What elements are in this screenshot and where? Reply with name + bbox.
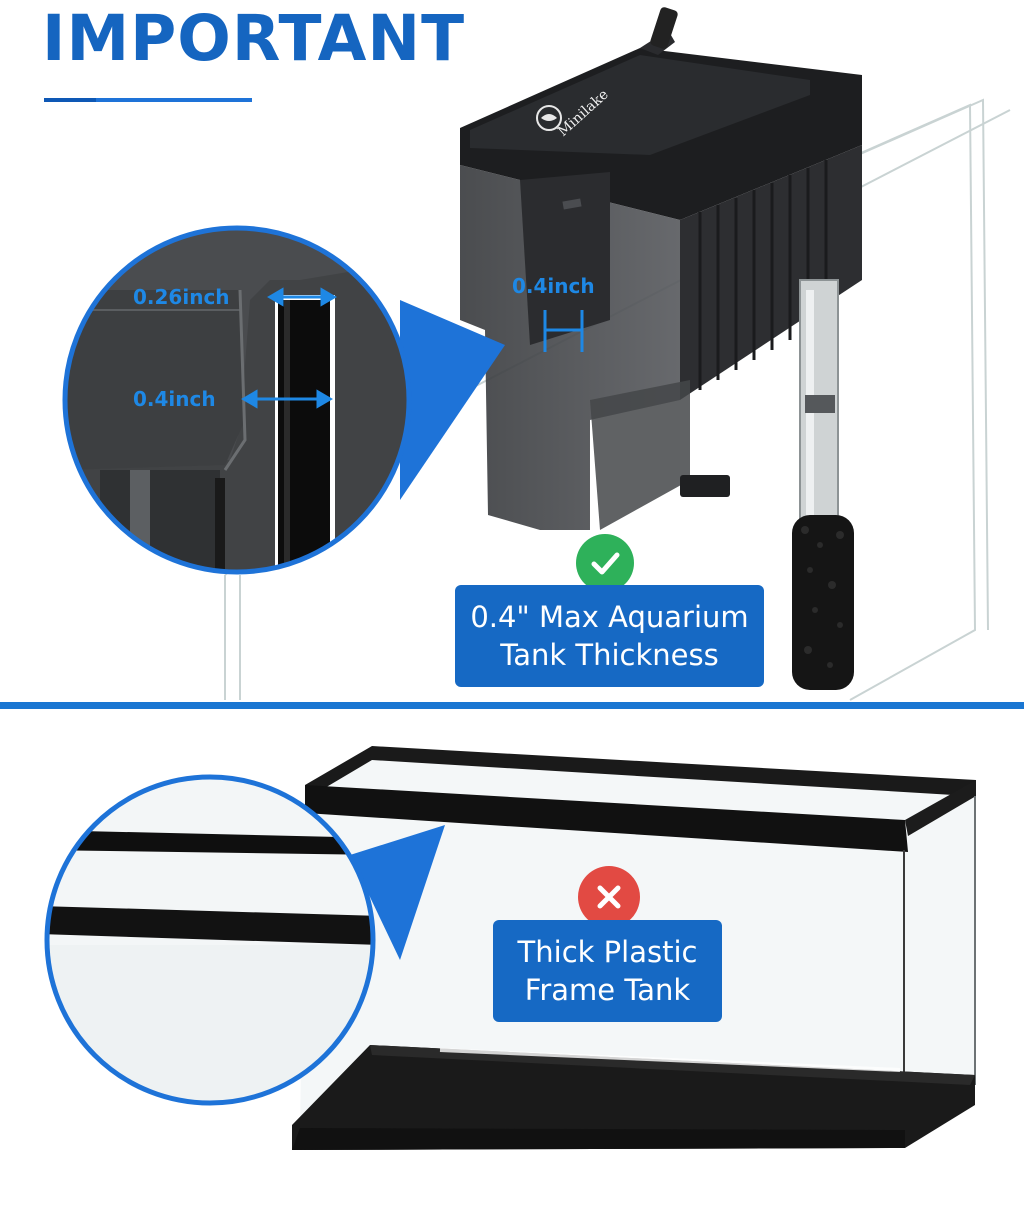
check-badge [576,534,634,592]
page-title: IMPORTANT [42,2,466,75]
zoom-bottom-measurement: 0.4inch [133,387,216,411]
compatible-label-line1: 0.4" Max Aquarium [470,600,749,634]
zoom-top-measurement: 0.26inch [133,285,230,309]
incompatible-label-line1: Thick Plastic [517,935,698,969]
cross-icon [597,885,621,909]
hang-on-filter [460,7,862,690]
incompatible-tank-label: Thick Plastic Frame Tank [493,920,722,1022]
main-measurement: 0.4inch [512,274,595,298]
cross-badge [578,866,640,928]
incompatible-label-line2: Frame Tank [524,973,691,1007]
compatible-label-line2: Tank Thickness [500,638,719,672]
compatible-tank-label: 0.4" Max Aquarium Tank Thickness [455,585,764,687]
section-divider [0,702,1024,709]
check-icon [591,552,620,575]
zoom-circle-top [62,225,505,575]
title-underline [44,98,252,102]
